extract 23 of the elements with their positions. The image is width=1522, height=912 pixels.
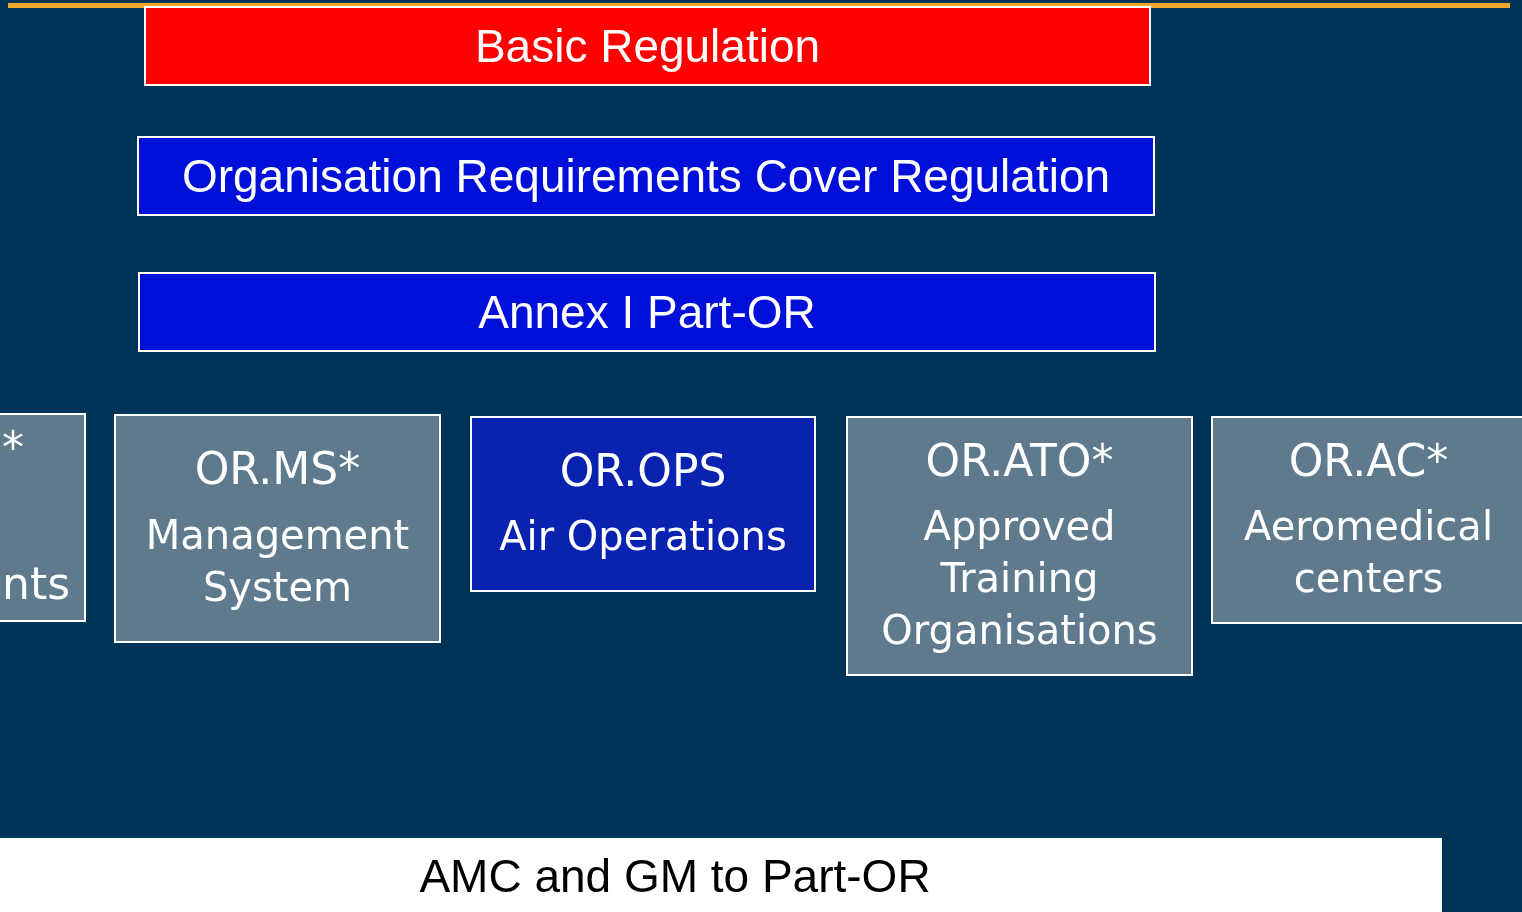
section-code: *	[2, 423, 24, 474]
banner-title: Annex I Part-OR	[478, 285, 816, 339]
regulation-banner	[144, 6, 1151, 86]
annex-banner	[138, 272, 1156, 352]
banner-title: Basic Regulation	[474, 19, 821, 73]
section-description: Air Operations	[499, 512, 787, 562]
section-box	[846, 416, 1193, 676]
section-description: nts	[2, 559, 71, 610]
section-description: Aeromedical centers	[1243, 502, 1494, 604]
section-code: OR.AC*	[1288, 435, 1449, 487]
footer-title: AMC and GM to Part-OR	[419, 849, 931, 903]
banner-title: Organisation Requirements Cover Regulation	[181, 149, 1111, 203]
section-code: OR.OPS	[559, 445, 727, 497]
section-box	[470, 416, 816, 592]
section-box	[114, 414, 441, 643]
section-box	[0, 413, 86, 622]
section-description: Management System	[144, 510, 411, 612]
regulation-banner	[137, 136, 1155, 216]
section-code: OR.ATO*	[925, 435, 1114, 487]
footer-band	[0, 838, 1442, 912]
section-description: Approved Training Organisations	[880, 502, 1159, 656]
section-code: OR.MS*	[194, 444, 361, 495]
section-box	[1211, 416, 1522, 624]
